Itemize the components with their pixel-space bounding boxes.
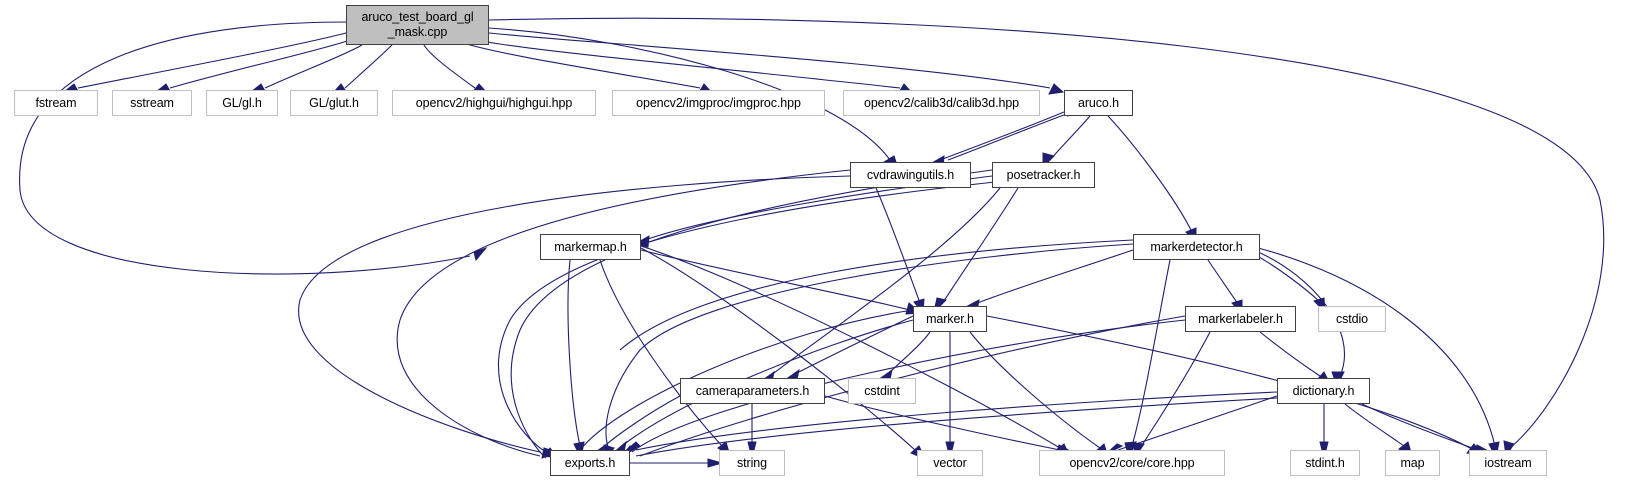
node-markerdetector-h[interactable]: markerdetector.h xyxy=(1133,234,1260,260)
node-sstream[interactable]: sstream xyxy=(112,90,192,116)
node-iostream[interactable]: iostream xyxy=(1469,450,1547,476)
node-gl-gl-h[interactable]: GL/gl.h xyxy=(206,90,278,116)
node-cvdrawingutils-h[interactable]: cvdrawingutils.h xyxy=(850,162,971,188)
node-aruco-test-board-gl-mask-cpp[interactable]: aruco_test_board_gl _mask.cpp xyxy=(346,5,489,45)
node-opencv2-calib3d-calib3d-hpp[interactable]: opencv2/calib3d/calib3d.hpp xyxy=(843,90,1040,116)
node-fstream[interactable]: fstream xyxy=(14,90,98,116)
node-markermap-h[interactable]: markermap.h xyxy=(540,234,641,260)
node-markerlabeler-h[interactable]: markerlabeler.h xyxy=(1185,306,1296,332)
node-cstdio[interactable]: cstdio xyxy=(1318,306,1386,332)
node-dictionary-h[interactable]: dictionary.h xyxy=(1277,378,1370,404)
node-vector[interactable]: vector xyxy=(917,450,983,476)
node-gl-glut-h[interactable]: GL/glut.h xyxy=(290,90,378,116)
node-string[interactable]: string xyxy=(719,450,785,476)
node-cstdint[interactable]: cstdint xyxy=(848,378,916,404)
node-opencv2-imgproc-imgproc-hpp[interactable]: opencv2/imgproc/imgproc.hpp xyxy=(612,90,825,116)
node-aruco-h[interactable]: aruco.h xyxy=(1064,90,1133,116)
node-map[interactable]: map xyxy=(1385,450,1440,476)
node-cameraparameters-h[interactable]: cameraparameters.h xyxy=(680,378,825,404)
node-opencv2-highgui-highgui-hpp[interactable]: opencv2/highgui/highgui.hpp xyxy=(392,90,596,116)
node-opencv2-core-core-hpp[interactable]: opencv2/core/core.hpp xyxy=(1039,450,1225,476)
node-exports-h[interactable]: exports.h xyxy=(550,450,630,476)
node-posetracker-h[interactable]: posetracker.h xyxy=(992,162,1095,188)
node-marker-h[interactable]: marker.h xyxy=(913,306,987,332)
node-stdint-h[interactable]: stdint.h xyxy=(1290,450,1360,476)
